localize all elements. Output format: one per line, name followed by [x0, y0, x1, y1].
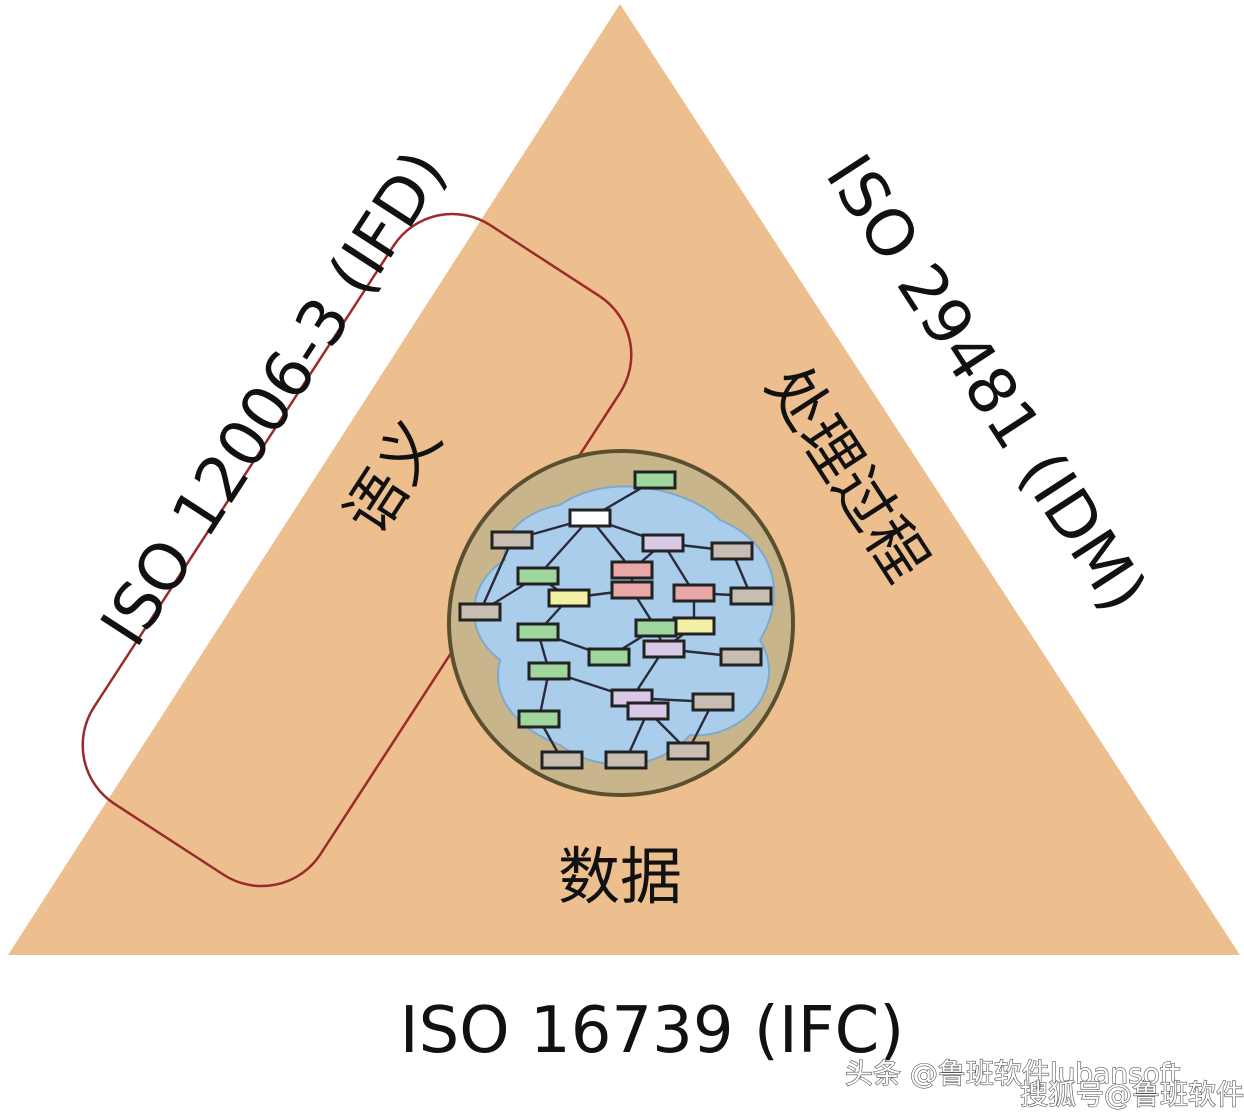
network-node — [634, 618, 678, 638]
network-node — [540, 750, 584, 770]
network-node — [516, 566, 560, 586]
network-node — [527, 661, 571, 681]
network-node — [666, 741, 710, 761]
network-node — [568, 508, 612, 528]
network-node — [547, 588, 591, 608]
network-edge — [537, 517, 591, 577]
network-node — [633, 470, 677, 490]
network-node — [729, 586, 773, 606]
network-nodes — [458, 470, 773, 770]
network-node — [642, 639, 686, 659]
network-edge — [478, 539, 514, 613]
network-node — [610, 580, 654, 600]
network-node — [587, 647, 631, 667]
toutiao-watermark: 头条 @鲁班软件lubansoft — [845, 1057, 1180, 1090]
network-node — [691, 692, 735, 712]
network-node — [604, 750, 648, 770]
network-node — [610, 560, 654, 580]
network-node — [458, 602, 502, 622]
network-node — [710, 541, 754, 561]
network-node — [641, 533, 685, 553]
sohu-watermark: 搜狐号@鲁班软件 — [1020, 1078, 1244, 1111]
network-node — [516, 622, 560, 642]
network-node — [517, 709, 561, 729]
center-data-label: 数据 — [558, 840, 682, 913]
bottom-iso-label: ISO 16739 (IFC) — [400, 994, 904, 1068]
data-network-graphic — [447, 449, 795, 797]
network-node — [490, 530, 534, 550]
network-node — [672, 583, 716, 603]
network-node — [719, 647, 763, 667]
network-node — [672, 616, 716, 636]
network-node — [626, 701, 670, 721]
